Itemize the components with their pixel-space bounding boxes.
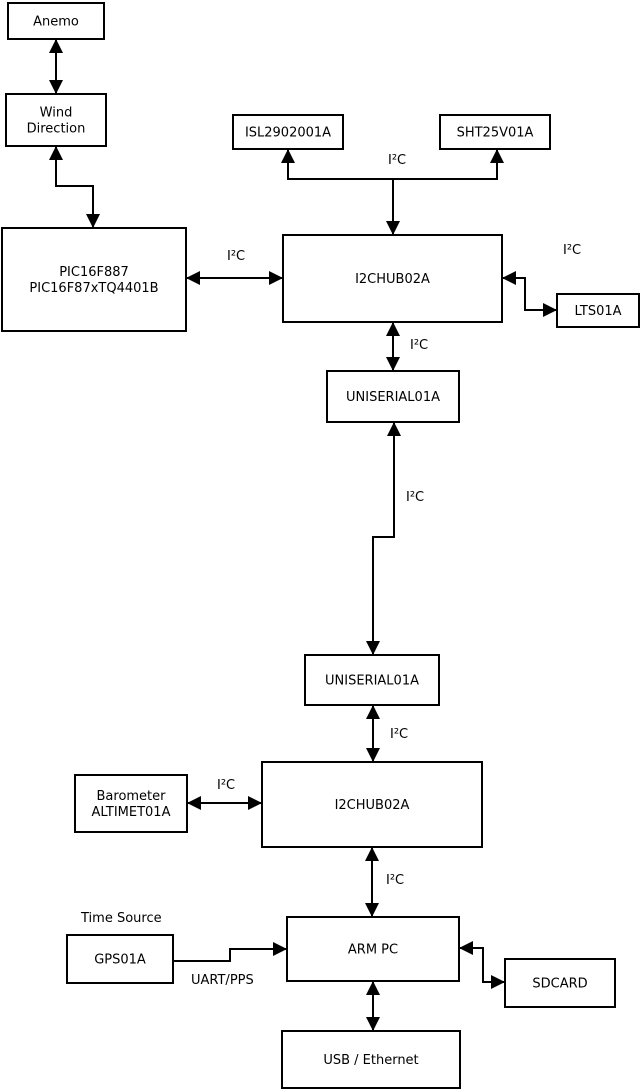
node-label-wind: Direction xyxy=(27,122,86,137)
node-box-hub2 xyxy=(261,761,483,848)
node-anemo: Anemo xyxy=(7,2,105,40)
label-i2c-baro-hub2: I²C xyxy=(217,778,235,793)
labels-layer: I²C I²C I²C I²C I²C I²C I²C I²C Time SourceUART/… xyxy=(80,153,581,988)
node-label-armpc: ARM PC xyxy=(348,943,398,958)
label-i2c-uni1-uni2: I²C xyxy=(406,490,424,505)
label-i2c-hub2-armpc: I²C xyxy=(386,873,404,888)
label-uart-pps: UART/PPS xyxy=(191,973,254,988)
node-label-gps: GPS01A xyxy=(94,953,146,968)
edge-gps-armpc xyxy=(173,942,287,962)
node-uni2: UNISERIAL01A xyxy=(304,654,440,706)
label-i2c-uni2-hub2: I²C xyxy=(390,727,408,742)
node-box-pic xyxy=(1,227,187,332)
label-i2c-bus-top: I²C xyxy=(388,153,406,168)
node-label-barometer: Barometer xyxy=(97,789,167,804)
node-label-anemo: Anemo xyxy=(33,15,79,30)
edge-wind-pic xyxy=(49,146,100,228)
node-lts: LTS01A xyxy=(556,293,640,328)
node-box-barometer xyxy=(74,774,188,833)
node-sdcard: SDCARD xyxy=(504,958,616,1008)
label-i2c-hub1-lts: I²C xyxy=(563,243,581,258)
node-label-uni1: UNISERIAL01A xyxy=(346,390,440,405)
node-label-isl: ISL2902001A xyxy=(245,126,331,141)
node-label-sht: SHT25V01A xyxy=(457,126,534,141)
node-label-pic: PIC16F887 xyxy=(59,265,129,280)
node-box-usb xyxy=(281,1030,461,1089)
node-label-uni2: UNISERIAL01A xyxy=(325,674,419,689)
label-time-source: Time Source xyxy=(80,911,162,926)
node-armpc: ARM PC xyxy=(286,916,460,982)
node-box-anemo xyxy=(7,2,105,40)
label-i2c-hub1-uni1: I²C xyxy=(410,338,428,353)
node-box-sdcard xyxy=(504,958,616,1008)
node-box-armpc xyxy=(286,916,460,982)
node-box-isl xyxy=(232,114,344,150)
node-label-lts: LTS01A xyxy=(574,304,621,319)
node-box-hub1 xyxy=(282,234,503,323)
node-hub2: I2CHUB02A xyxy=(261,761,483,848)
node-box-lts xyxy=(556,293,640,328)
label-i2c-pic-hub1: I²C xyxy=(227,249,245,264)
node-box-sht xyxy=(439,114,551,150)
node-label-wind: Wind xyxy=(40,106,73,121)
node-label-hub2: I2CHUB02A xyxy=(335,798,410,813)
node-label-sdcard: SDCARD xyxy=(532,977,587,992)
edges-layer xyxy=(49,39,557,1031)
node-box-uni1 xyxy=(326,370,460,423)
node-isl: ISL2902001A xyxy=(232,114,344,150)
node-uni1: UNISERIAL01A xyxy=(326,370,460,423)
node-box-uni2 xyxy=(304,654,440,706)
node-box-wind xyxy=(5,93,107,147)
node-sht: SHT25V01A xyxy=(439,114,551,150)
node-label-pic: PIC16F87xTQ4401B xyxy=(29,281,158,296)
edge-hub1-lts xyxy=(502,271,557,317)
edge-armpc-sdcard xyxy=(459,941,505,989)
node-label-hub1: I2CHUB02A xyxy=(355,272,430,287)
node-label-usb: USB / Ethernet xyxy=(323,1053,418,1068)
node-gps: GPS01A xyxy=(66,934,174,984)
node-usb: USB / Ethernet xyxy=(281,1030,461,1089)
node-hub1: I2CHUB02A xyxy=(282,234,503,323)
node-box-gps xyxy=(66,934,174,984)
node-label-barometer: ALTIMET01A xyxy=(92,805,171,820)
edge-uni1-uni2 xyxy=(366,422,401,655)
